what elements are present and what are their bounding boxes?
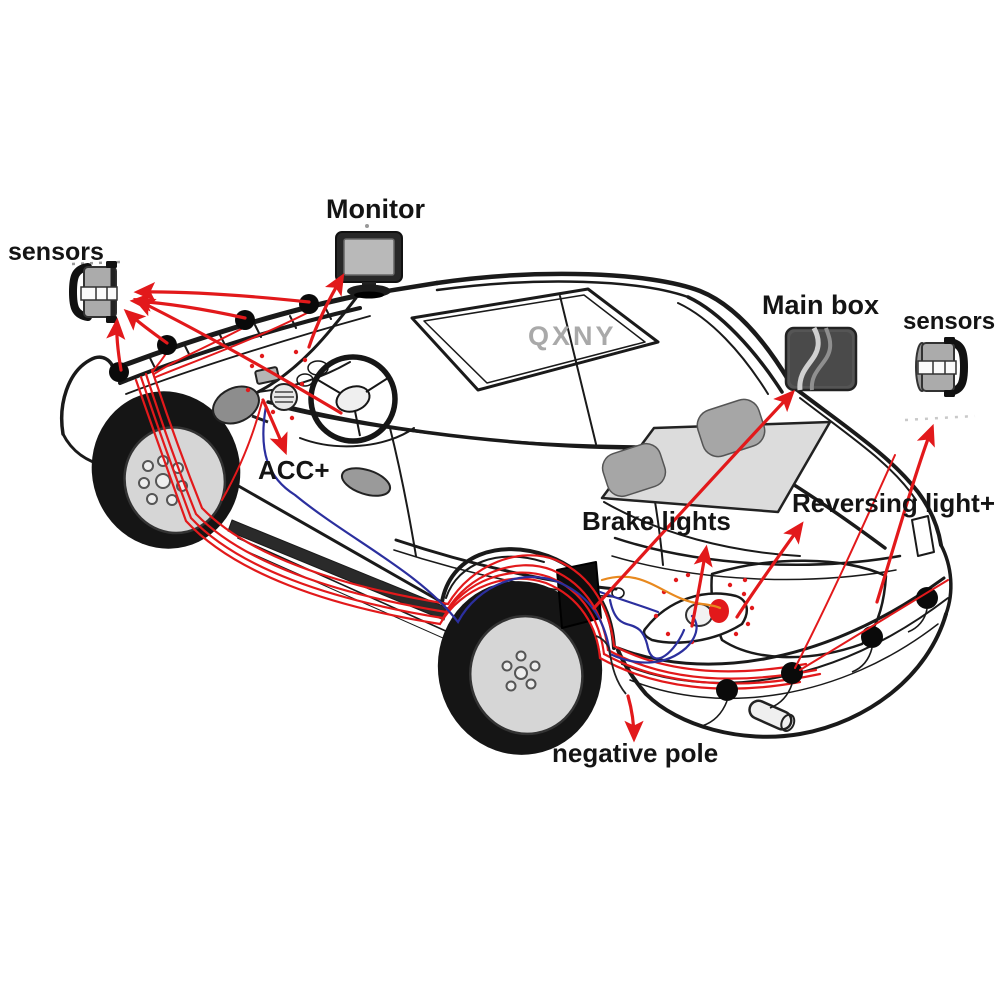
door-handle [340,467,392,497]
monitor-label: Monitor [326,194,425,224]
buzzer-speaker [270,383,298,411]
acc-label: ACC+ [258,455,330,485]
arrow-dot4-to-front-sensors [133,282,311,304]
reversing-bulb [709,599,729,623]
rear-bumper-sensor-dots [716,587,938,701]
exhaust-tip [748,699,796,732]
front-sensors-label: sensors [8,238,104,266]
main-box-label: Main box [762,290,880,320]
wiring-harness-red [134,311,822,690]
callout-arrows [106,273,949,743]
rear-red-line-2 [794,454,896,669]
arrow-to-main-box [592,389,796,610]
main-box-icon [784,326,858,392]
taillight-red-dots [653,572,755,645]
arrow-to-reversing-light [735,521,804,619]
rear-sensor-icon [904,337,976,422]
negative-pole-label: negative pole [552,738,719,768]
steering-wheel [296,354,398,444]
arrow-to-negative-pole [624,694,644,743]
arrow-to-acc [261,398,288,456]
brand-watermark: QXNY [528,321,617,351]
backup-lamp-socket [685,603,713,627]
front-bumper-sensor-dots [109,294,319,382]
side-mirror [212,385,260,425]
brake-lights-label: Brake lights [582,506,731,536]
arrow-to-rear-sensors [875,423,935,604]
monitor-icon [335,224,403,299]
arrow-to-monitor [307,273,345,349]
front-sensor-icon [68,260,121,323]
rear-sensor-lead-wires [701,608,928,727]
rear-sensors-label: sensors [903,308,996,335]
wiring-orange [600,575,722,610]
arrow-dot1-to-front-sensors [106,317,126,372]
arrow-dot2-to-front-sensors [123,309,169,345]
reversing-light-label: Reversing light+ [792,488,995,518]
arrow-to-brake-lights [690,544,713,628]
arrow-dash-to-front-sensors [132,298,343,415]
cockpit-details [212,349,398,497]
ground-wire [595,635,627,695]
rear-red-line-1 [799,579,949,671]
dash-red-dots [245,349,308,421]
arrow-dot3-to-front-sensors [129,292,247,320]
